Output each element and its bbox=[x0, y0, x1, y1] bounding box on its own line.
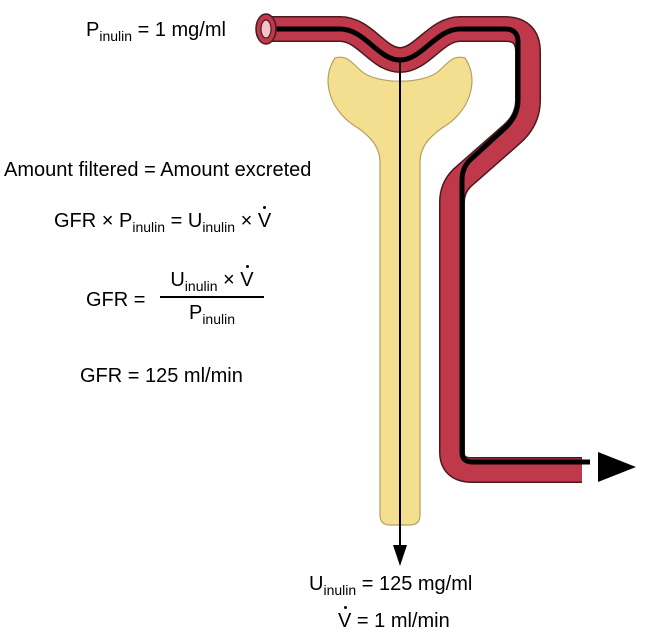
fraction-denominator: Pinulin bbox=[188, 301, 236, 327]
urine-flow-label: V = 1 ml/min bbox=[338, 606, 450, 632]
gfr-equation: GFR × Pinulin = Uinulin × V bbox=[54, 206, 272, 235]
gfr-fraction-lhs: GFR = bbox=[86, 289, 146, 311]
fraction-numerator: Uinulin × V bbox=[170, 265, 254, 294]
filtration-statement: Amount filtered = Amount excreted bbox=[4, 159, 312, 181]
gfr-fraction: Uinulin × V Pinulin bbox=[160, 265, 264, 327]
urine-flow-arrowhead bbox=[393, 545, 407, 566]
vessel-lumen bbox=[260, 19, 272, 39]
urine-inulin-label: Uinulin = 125 mg/ml bbox=[309, 573, 473, 598]
fraction-bar bbox=[160, 296, 264, 298]
blood-flow-line bbox=[268, 26, 590, 465]
plasma-inulin-label: Pinulin = 1 mg/ml bbox=[86, 19, 226, 44]
gfr-result: GFR = 125 ml/min bbox=[80, 365, 243, 387]
efferent-flow-arrowhead bbox=[598, 452, 636, 482]
